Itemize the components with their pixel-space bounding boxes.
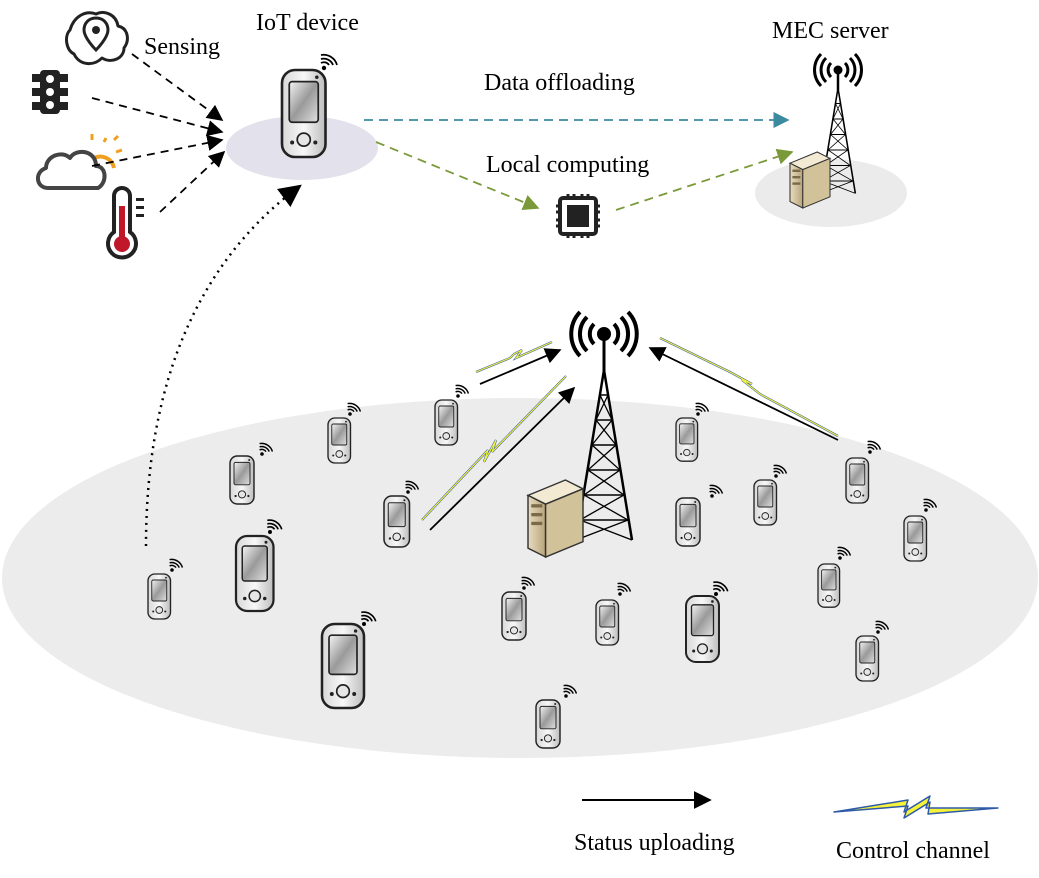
iot-device-4: [383, 495, 411, 548]
cpu-chip-icon: [556, 194, 600, 238]
iot-device-9: [595, 599, 620, 646]
sensing-label: Sensing: [144, 34, 220, 60]
thermometer-icon: [106, 186, 144, 260]
iot-device-2: [327, 417, 352, 464]
iot-device-8: [501, 591, 527, 641]
traffic-light-icon: [32, 70, 68, 114]
mec-antenna-icon: [813, 52, 863, 90]
iot-device-6: [147, 573, 172, 620]
iot-device-16: [903, 515, 928, 562]
iot-device-3: [229, 455, 255, 505]
iot-device-13: [675, 497, 701, 547]
map-pin-icon: [65, 11, 129, 65]
control-channel-links: [421, 337, 839, 521]
iot-device-10: [685, 595, 720, 663]
iot-device-15: [845, 457, 870, 504]
device-to-iot-dotted-arrow: [144, 184, 302, 547]
mec-server-label: MEC server: [772, 18, 889, 44]
base-station-antenna-icon: [569, 310, 639, 358]
iot-device-17: [817, 563, 841, 608]
data-offloading-label: Data offloading: [484, 70, 635, 96]
sensing-arrows: [91, 53, 226, 213]
iot-device-1: [434, 399, 459, 446]
legend-control-channel-bolt: [833, 795, 999, 819]
local-computing-label: Local computing: [486, 152, 649, 178]
status-uploading-arrows: [429, 347, 839, 531]
iot-device-12: [675, 417, 699, 462]
legend-status-uploading-label: Status uploading: [574, 830, 735, 856]
weather-cloud-sun-icon: [36, 134, 123, 190]
iot-device-icon: [280, 68, 327, 159]
mec-server-platform: [755, 159, 907, 227]
iot-device-wifi-icon: [320, 53, 338, 72]
iot-device-1-wifi-icon: [454, 384, 470, 399]
iot-device-5: [234, 534, 275, 613]
mec-server-icon: [789, 151, 831, 209]
iot-device-18: [855, 635, 880, 682]
iot-device-11: [535, 699, 561, 749]
iot-device-14: [753, 479, 778, 526]
local-computing-arrow-out: [615, 148, 794, 211]
legend-control-channel-label: Control channel: [836, 838, 990, 864]
edge-server-icon: [527, 479, 584, 558]
iot-device-label: IoT device: [256, 10, 359, 36]
iot-device-7: [320, 622, 366, 710]
coverage-area: [2, 398, 1038, 758]
